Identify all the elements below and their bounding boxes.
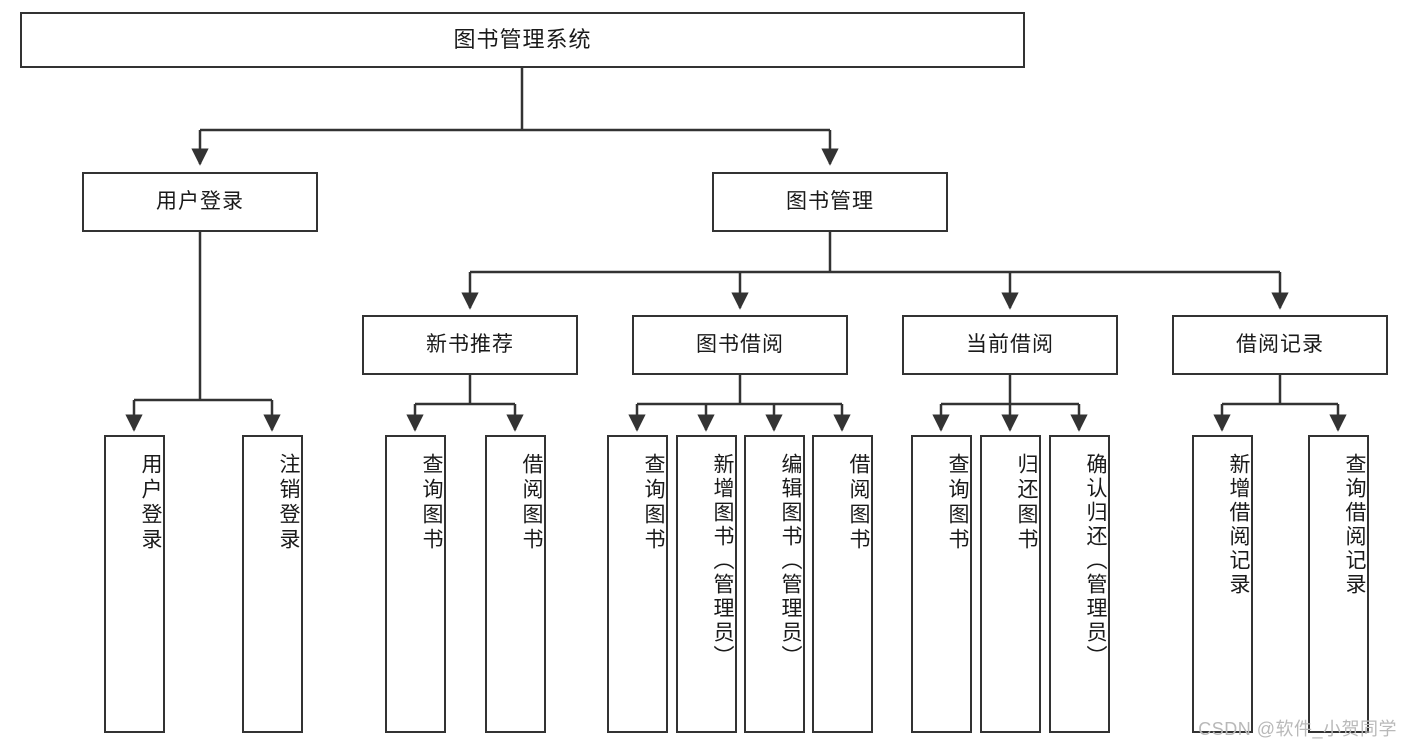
node-label: 用户登录 <box>156 190 244 214</box>
node-user-login[interactable]: 用户登录 <box>82 172 318 232</box>
node-label: 编辑图书（管理员） <box>779 453 802 669</box>
watermark-text: CSDN @软件_小贺同学 <box>1198 719 1397 739</box>
leaf-return-book[interactable]: 归还图书 <box>980 435 1041 733</box>
node-root-system[interactable]: 图书管理系统 <box>20 12 1025 68</box>
node-label: 图书管理系统 <box>453 26 592 52</box>
leaf-add-book-admin[interactable]: 新增图书（管理员） <box>676 435 737 733</box>
leaf-query-book-borrow[interactable]: 查询图书 <box>607 435 668 733</box>
node-new-book-recommend[interactable]: 新书推荐 <box>362 315 578 375</box>
node-label: 当前借阅 <box>966 333 1054 357</box>
node-label: 新书推荐 <box>426 333 514 357</box>
node-label: 查询借阅记录 <box>1343 453 1366 597</box>
node-borrow-record[interactable]: 借阅记录 <box>1172 315 1388 375</box>
node-book-management[interactable]: 图书管理 <box>712 172 948 232</box>
node-label: 新增借阅记录 <box>1227 453 1250 597</box>
leaf-confirm-return-admin[interactable]: 确认归还（管理员） <box>1049 435 1110 733</box>
node-label: 图书管理 <box>786 190 874 214</box>
node-label: 查询图书 <box>420 453 443 553</box>
node-label: 注销登录 <box>277 453 300 553</box>
leaf-edit-book-admin[interactable]: 编辑图书（管理员） <box>744 435 805 733</box>
node-label: 借阅图书 <box>847 453 870 553</box>
leaf-add-borrow-record[interactable]: 新增借阅记录 <box>1192 435 1253 733</box>
leaf-logout[interactable]: 注销登录 <box>242 435 303 733</box>
node-label: 查询图书 <box>946 453 969 553</box>
node-label: 归还图书 <box>1015 453 1038 553</box>
leaf-query-book-current[interactable]: 查询图书 <box>911 435 972 733</box>
node-book-borrow[interactable]: 图书借阅 <box>632 315 848 375</box>
node-label: 借阅记录 <box>1236 333 1324 357</box>
leaf-borrow-book[interactable]: 借阅图书 <box>812 435 873 733</box>
node-label: 确认归还（管理员） <box>1084 453 1107 669</box>
leaf-query-borrow-record[interactable]: 查询借阅记录 <box>1308 435 1369 733</box>
leaf-user-login[interactable]: 用户登录 <box>104 435 165 733</box>
node-label: 借阅图书 <box>520 453 543 553</box>
node-label: 查询图书 <box>642 453 665 553</box>
node-label: 图书借阅 <box>696 333 784 357</box>
node-label: 新增图书（管理员） <box>711 453 734 669</box>
node-label: 用户登录 <box>139 453 162 553</box>
leaf-query-book-new[interactable]: 查询图书 <box>385 435 446 733</box>
node-current-borrow[interactable]: 当前借阅 <box>902 315 1118 375</box>
leaf-borrow-book-new[interactable]: 借阅图书 <box>485 435 546 733</box>
